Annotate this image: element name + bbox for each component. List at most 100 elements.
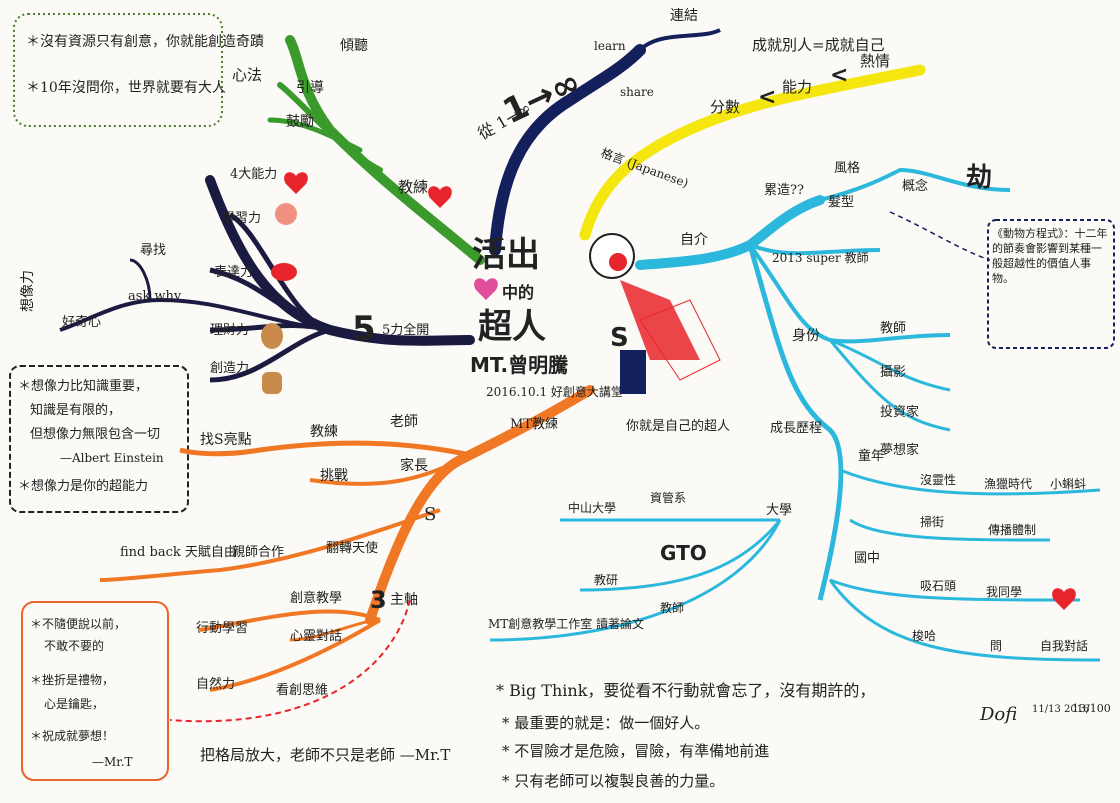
intro-role-1: 教師	[880, 320, 906, 336]
college-7: MT創意教學工作室	[488, 616, 592, 631]
college-gto: GTO	[660, 541, 707, 565]
youth-3: 小蝌蚪	[1050, 476, 1086, 491]
branch-intro: 自介 累造?? 風格 髮型 概念 劫 2013 super 教師 《動物方程式》…	[488, 160, 1115, 662]
note-top-left-label: 心法	[232, 66, 262, 84]
superhero-cape	[620, 280, 700, 360]
note-bottom-line5: ＊祝成就夢想！	[30, 728, 114, 743]
teach-item-1: 傾聽	[340, 38, 368, 54]
note-bottom-line6: —Mr.T	[92, 755, 133, 769]
college-5: 讀著論文	[596, 616, 644, 631]
heart-icon	[428, 186, 452, 208]
super-main: 5力全開	[382, 322, 429, 338]
mt-three: 3	[370, 586, 387, 614]
mt-item-1: 找S亮點	[200, 431, 252, 448]
teach-heart-label: 教練	[398, 178, 428, 196]
mt-final: 把格局放大，老師不只是老師 —Mr.T	[200, 746, 450, 764]
five-powers-number: 5	[352, 309, 376, 349]
intro-growth: 成長歷程	[770, 421, 822, 436]
junior-5: 自我對話	[1040, 638, 1088, 653]
mt-item-3: 老師	[390, 414, 418, 430]
college-1: 中山大學	[568, 500, 616, 515]
note-bottom-line4: 心是鑰匙，	[44, 696, 104, 711]
words-chain-4: <	[830, 63, 848, 88]
learn-result: 成就別人=成就自己	[752, 36, 885, 54]
teach-item-2: 引導	[296, 80, 324, 96]
words-chain-2: <	[758, 85, 776, 110]
intro-main: 自介	[680, 232, 708, 248]
superhero-body	[620, 350, 646, 394]
signature-score: 13/100	[1072, 702, 1111, 715]
intro-year: 2013 super 教師	[772, 250, 869, 265]
intro-youth: 童年	[858, 448, 884, 464]
note-top-left-line1: ＊沒有資源只有創意，你就能創造奇蹟	[26, 33, 264, 50]
super-curious: 好奇心	[62, 314, 101, 330]
center-caption: 你就是自己的超人	[626, 418, 730, 434]
power-5: 創造力	[210, 361, 249, 376]
quote-3: * 不冒險才是危險，冒險，有準備地前進	[502, 742, 769, 760]
learn-label: learn	[594, 39, 626, 53]
note-top-left: ＊沒有資源只有創意，你就能創造奇蹟 ＊10年沒問你，世界就要有大人 心法	[13, 13, 264, 127]
super-seek: 尋找	[140, 243, 166, 258]
fist-icon	[262, 372, 282, 394]
power-1: 4大能力	[230, 167, 277, 182]
note-mid-line1: ＊想像力比知識重要，	[18, 378, 148, 394]
mt-main: MT教練	[510, 416, 558, 432]
superhero-net	[639, 299, 721, 381]
intro-role-2: 攝影	[880, 364, 906, 380]
note-mid-line2: 知識是有限的，	[30, 402, 121, 418]
note-bottom-line3: ＊挫折是禮物，	[30, 672, 114, 687]
intro-role-3: 投資家	[880, 404, 919, 420]
college-2: 資管系	[650, 490, 686, 505]
mouth-icon	[271, 263, 297, 281]
mt-item-2: 教練	[310, 424, 338, 440]
signature-date: 11/13 2016	[1032, 704, 1089, 715]
note-top-left-line2: ＊10年沒問你，世界就要有大人	[26, 79, 226, 96]
quote-1: * Big Think，要從看不行動就會忘了，沒有期許的，	[496, 681, 875, 700]
heart-icon	[474, 278, 498, 300]
power-3: 表達力	[214, 265, 253, 280]
mt-process-2: 看創思維	[276, 682, 328, 698]
mt-reframe: 翻轉天使	[326, 540, 378, 556]
intro-what: 累造??	[764, 183, 804, 198]
center: 活出 中的 超人 MT.曾明騰 2016.10.1 好創意大講堂 S 你就是自己…	[470, 233, 730, 434]
intro-note-box	[987, 219, 1115, 349]
signature-name: Dofi	[979, 704, 1017, 725]
note-left-bottom: ＊不隨便說以前， 不敢不要的 ＊挫折是禮物， 心是鑰匙， ＊祝成就夢想！ —Mr…	[21, 601, 169, 781]
mt-friendly: 親師合作	[232, 545, 284, 560]
center-title-3: 超人	[478, 307, 546, 347]
words-chain-3: 能力	[782, 78, 812, 96]
center-title-1: 活出	[472, 235, 540, 275]
note-left-mid: ＊想像力比知識重要， 知識是有限的， 但想像力無限包含一切 —Albert Ei…	[9, 365, 189, 513]
quote-2: * 最重要的就是：做一個好人。	[502, 714, 709, 732]
note-bottom-line2: 不敢不要的	[44, 638, 104, 653]
intro-college: 大學	[766, 503, 792, 518]
intro-concept: 概念	[902, 178, 928, 194]
youth-1: 沒靈性	[920, 473, 956, 487]
college-6: 教師	[660, 600, 684, 615]
mt-item-4: 挑戰	[320, 468, 348, 484]
brain-icon	[275, 203, 297, 225]
youth-4: 掃街	[920, 514, 944, 529]
branch-words: 格言 (Japanese) 分數 < 能力 < 熱情	[579, 52, 926, 241]
power-4: 理財力	[210, 323, 249, 338]
intro-role-4: 夢想家	[880, 442, 919, 458]
super-ask: ask why	[128, 289, 182, 304]
note-mid-line5: ＊想像力是你的超能力	[18, 478, 148, 494]
mt-inner-1: 創意教學	[290, 590, 342, 606]
words-chain-1: 分數	[710, 98, 740, 116]
signature: Dofi 11/13 2016 13/100	[979, 702, 1111, 725]
youth-2: 漁獵時代	[984, 477, 1032, 491]
heart-icon	[1052, 588, 1076, 610]
teach-item-3: 鼓勵	[286, 114, 314, 130]
junior-1: 吸石頭	[920, 579, 956, 593]
center-event: 2016.10.1 好創意大講堂	[486, 384, 623, 399]
junior-4: 問	[990, 639, 1002, 653]
intro-strength: 劫	[966, 163, 992, 193]
share-label: share	[620, 85, 654, 99]
mt-inner-2: 行動學習	[196, 621, 248, 636]
intro-junior: 國中	[854, 551, 880, 566]
mt-find-back: find back 天賦自由	[120, 545, 237, 560]
college-3: 教研	[594, 572, 618, 587]
